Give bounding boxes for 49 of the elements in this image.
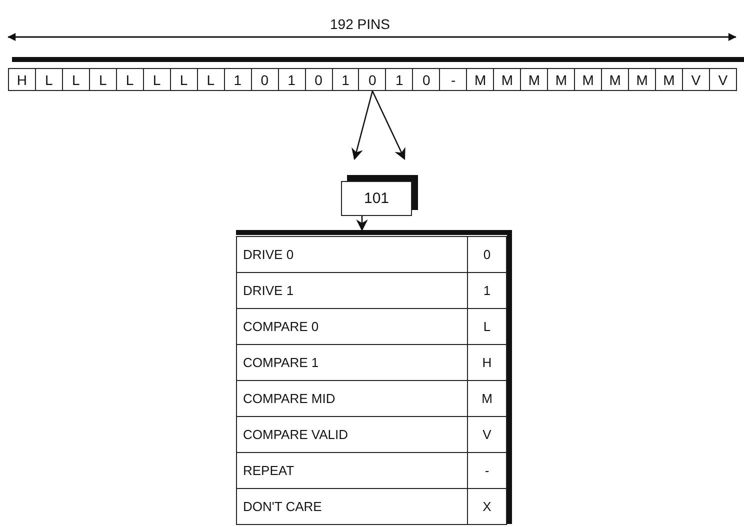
state-code: -	[484, 462, 490, 480]
state-code: 1	[482, 282, 492, 300]
table-row	[236, 344, 507, 381]
pin-state-cell: L	[116, 68, 144, 91]
state-code: L	[482, 318, 492, 336]
table-row	[236, 272, 507, 309]
pin-state-cell: M	[655, 68, 683, 91]
table-row	[236, 452, 507, 489]
pin-state-cell: 1	[224, 68, 252, 91]
pin-state-cell: L	[170, 68, 198, 91]
arrow	[352, 90, 374, 160]
table-row	[236, 380, 507, 417]
pin-state-cell: 1	[332, 68, 360, 91]
pin-state-cell: H	[8, 68, 36, 91]
pin-state-cell: M	[574, 68, 602, 91]
state-code: M	[480, 390, 494, 408]
arrow	[356, 216, 368, 232]
pin-state-cell: 1	[385, 68, 414, 91]
state-code: 0	[482, 246, 492, 264]
pin-state-cell: 0	[250, 68, 279, 91]
pin-state-cell: L	[88, 68, 117, 91]
table-row	[236, 488, 507, 525]
arrow	[372, 90, 406, 160]
legend-table	[236, 230, 512, 524]
pin-state-cell: M	[601, 68, 630, 91]
pin-state-cell: L	[62, 68, 90, 91]
pin-state-cell: 0	[412, 68, 440, 91]
pin-state-cell: M	[628, 68, 656, 91]
pin-state-cell: L	[34, 68, 63, 91]
pin-state-cell: V	[682, 68, 710, 91]
pin-state-cell: M	[493, 68, 522, 91]
state-code: X	[482, 498, 492, 516]
table-row	[236, 308, 507, 345]
table-row	[236, 236, 507, 273]
pin-state-cell: 0	[358, 68, 386, 91]
pin-state-cell: L	[142, 68, 171, 91]
table-row	[236, 416, 507, 453]
pin-state-cell: L	[196, 68, 225, 91]
dimension-label: 192 PINS	[330, 16, 390, 32]
pin-state-cell: M	[466, 68, 494, 91]
pin-state-cell: M	[547, 68, 576, 91]
pin-state-cell: 1	[278, 68, 306, 91]
state-code: V	[482, 426, 492, 444]
pin-state-cell: -	[439, 68, 468, 91]
pin-state-cell: V	[708, 68, 737, 91]
pin-state-cell: 0	[304, 68, 332, 91]
state-code: H	[481, 354, 493, 372]
pin-state-cell: M	[520, 68, 548, 91]
state-name: DON'T CARE	[237, 489, 468, 524]
